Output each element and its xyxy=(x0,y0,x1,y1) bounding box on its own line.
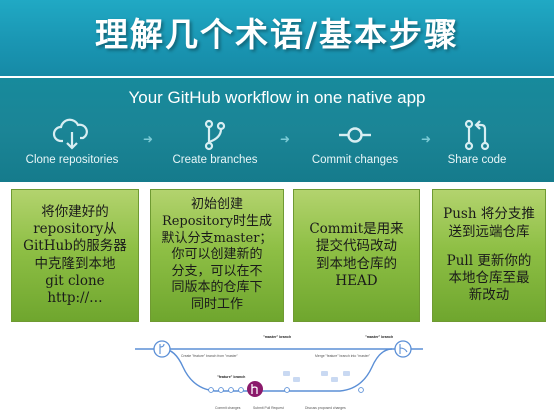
create-branch-label: Create "feature" branch from "master" xyxy=(181,354,239,358)
commit-dot xyxy=(218,387,224,393)
commit-dot xyxy=(238,387,244,393)
commit-dot xyxy=(358,387,364,393)
comment-bubble-icon xyxy=(283,371,290,376)
feature-line xyxy=(162,348,393,392)
step-clone: Clone repositories xyxy=(7,118,137,166)
commit-explanation-text: Commit是用来 提交代码改动 到本地仓库的 HEAD xyxy=(309,220,404,289)
step-branch: Create branches xyxy=(150,118,280,166)
branching-diagram: "master" branch "master" branch Create "… xyxy=(135,335,423,410)
step-label: Share code xyxy=(447,154,507,166)
branch-symbol xyxy=(159,343,165,354)
arrow-icon: ➜ xyxy=(280,132,291,146)
comment-bubble-icon xyxy=(331,377,338,382)
branch-node-icon xyxy=(153,340,171,358)
arrow-icon: ➜ xyxy=(421,132,432,146)
pull-request-icon xyxy=(412,118,542,152)
commit-dot xyxy=(228,387,234,393)
master-label: "master" branch xyxy=(263,335,291,339)
master-label: "master" branch xyxy=(365,335,393,339)
commit-dot xyxy=(208,387,214,393)
commit-caption: Commit changes xyxy=(215,406,241,410)
step-commit: Commit changes xyxy=(290,118,420,166)
comment-bubble-icon xyxy=(321,371,328,376)
pull-request-node-icon xyxy=(247,381,263,397)
step-share: Share code xyxy=(412,118,542,166)
step-label: Create branches xyxy=(172,154,258,166)
commit-explanation-box: Commit是用来 提交代码改动 到本地仓库的 HEAD xyxy=(293,189,420,322)
clone-explanation-text: 将你建好的 repository从 GitHub的服务器 中克隆到本地 git … xyxy=(23,203,127,307)
pull-explanation-text: Pull 更新你的 本地仓库至最 新改动 xyxy=(446,252,532,304)
submit-caption: Submit Pull Request xyxy=(253,406,284,410)
title-band: 理解几个术语/基本步骤 xyxy=(0,0,554,76)
workflow-heading: Your GitHub workflow in one native app xyxy=(128,88,426,107)
comment-bubble-icon xyxy=(293,377,300,382)
step-label: Clone repositories xyxy=(25,154,119,166)
feature-label: "feature" branch xyxy=(217,375,245,379)
workflow-banner: Your GitHub workflow in one native app C… xyxy=(0,78,554,182)
merge-branch-label: Merge "feature" branch into "master" xyxy=(315,354,371,358)
branch-explanation-text: 初始创建 Repository时生成 默认分支master； 你可以创建新的 分… xyxy=(161,197,273,313)
arrow-icon: ➜ xyxy=(143,132,154,146)
merge-symbol xyxy=(399,344,408,354)
comment-bubble-icon xyxy=(343,371,350,376)
branch-icon xyxy=(150,118,280,152)
commit-dot xyxy=(284,387,290,393)
slide-title: 理解几个术语/基本步骤 xyxy=(94,15,460,54)
share-explanation-box: Push 将分支推 送到远端仓库 Pull 更新你的 本地仓库至最 新改动 xyxy=(432,189,546,322)
cloud-download-icon xyxy=(7,118,137,152)
step-label: Commit changes xyxy=(311,154,399,166)
commit-icon xyxy=(290,118,420,152)
branch-explanation-box: 初始创建 Repository时生成 默认分支master； 你可以创建新的 分… xyxy=(150,189,284,322)
clone-explanation-box: 将你建好的 repository从 GitHub的服务器 中克隆到本地 git … xyxy=(11,189,139,322)
discuss-caption: Discuss proposed changes xyxy=(305,406,346,410)
pull-request-symbol xyxy=(251,384,258,394)
push-explanation-text: Push 将分支推 送到远端仓库 xyxy=(443,206,535,240)
